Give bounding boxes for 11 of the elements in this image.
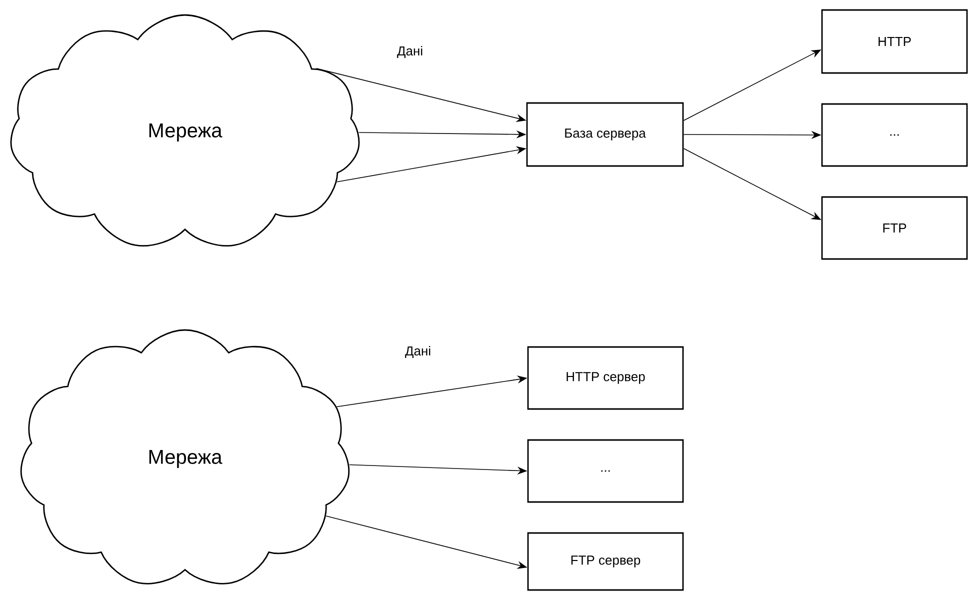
server-box: HTTP <box>821 9 968 74</box>
server-box: ... <box>821 103 968 167</box>
network-cloud: Мережа <box>20 329 350 584</box>
edge-label: Дані <box>396 45 424 59</box>
server-box: База сервера <box>526 102 684 167</box>
server-box: FTP сервер <box>527 532 684 591</box>
server-box: HTTP сервер <box>527 346 684 410</box>
server-box: ... <box>527 439 684 503</box>
edge-label: Дані <box>404 345 432 359</box>
network-cloud: Мережа <box>10 14 360 246</box>
server-box: FTP <box>821 196 968 260</box>
